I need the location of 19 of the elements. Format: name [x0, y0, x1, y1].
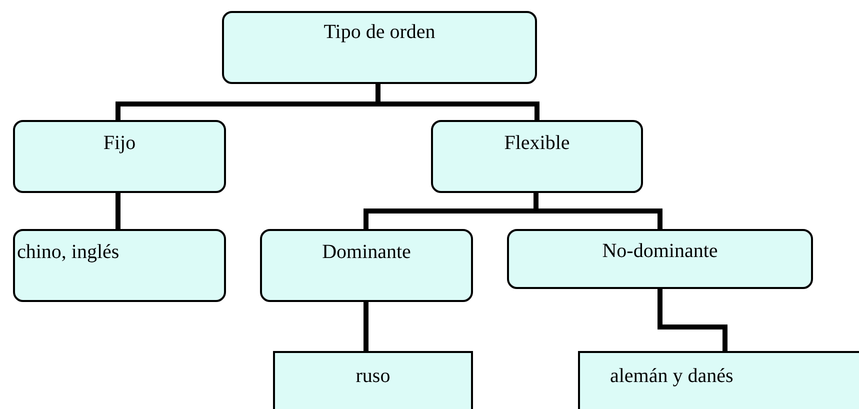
rounded-box: [13, 229, 226, 302]
node-label: No-dominante: [602, 240, 718, 262]
rounded-box: [431, 120, 643, 193]
node-label: Fijo: [103, 132, 136, 154]
process-box: [273, 351, 473, 409]
process-box: [578, 351, 859, 409]
connector-line: [658, 289, 728, 351]
node-label: chino, inglés: [17, 241, 120, 263]
rounded-box: [507, 229, 813, 289]
connector-line: [116, 193, 120, 229]
node-label: Flexible: [504, 132, 570, 154]
connector-line: [364, 302, 368, 351]
node-label: alemán y danés: [610, 365, 734, 387]
node-label: Tipo de orden: [324, 21, 436, 43]
node-label: Dominante: [322, 241, 411, 263]
node-label: ruso: [356, 365, 390, 387]
rounded-box: [13, 120, 226, 193]
rounded-box: [260, 229, 473, 302]
rounded-box: [222, 11, 537, 84]
